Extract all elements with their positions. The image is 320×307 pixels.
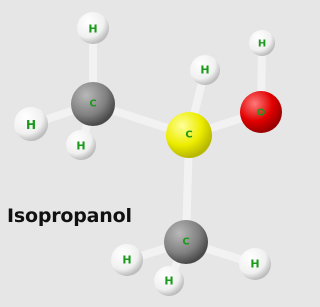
bonds bbox=[28, 28, 266, 283]
atom-label: H bbox=[258, 39, 266, 50]
atom-h-center-top: H bbox=[190, 55, 220, 85]
atom-h-left-lower: H bbox=[66, 130, 96, 160]
atom-label: C bbox=[89, 99, 96, 110]
atom-label: H bbox=[76, 140, 85, 153]
atom-h-bottom-left: H bbox=[111, 244, 143, 276]
atom-label: H bbox=[26, 118, 36, 132]
atom-label: O bbox=[257, 108, 266, 119]
atom-label: H bbox=[122, 254, 131, 267]
atom-label: H bbox=[88, 23, 97, 36]
atom-label: H bbox=[164, 275, 173, 288]
atom-label: H bbox=[200, 64, 209, 77]
atom-h-bottom-lower: H bbox=[154, 266, 184, 296]
molecule-title: Isopropanol bbox=[7, 205, 132, 227]
atom-h-bottom-right: H bbox=[239, 248, 271, 280]
atom-h-right-top: H bbox=[249, 30, 275, 56]
atom-h-left: H bbox=[14, 107, 48, 141]
atom-o-right: O bbox=[240, 91, 282, 133]
atom-label: C bbox=[182, 237, 189, 248]
molecule-diagram: H H C H H H O C bbox=[7, 12, 282, 296]
atom-label: C bbox=[185, 130, 192, 141]
atom-h-top-left: H bbox=[77, 12, 109, 44]
atom-label: H bbox=[250, 258, 259, 271]
atom-c-left: C bbox=[71, 82, 115, 126]
atom-c-bottom: C bbox=[164, 220, 208, 264]
atom-c-center: C bbox=[166, 112, 212, 158]
molecule-svg: H H C H H H O C bbox=[14, 12, 282, 296]
